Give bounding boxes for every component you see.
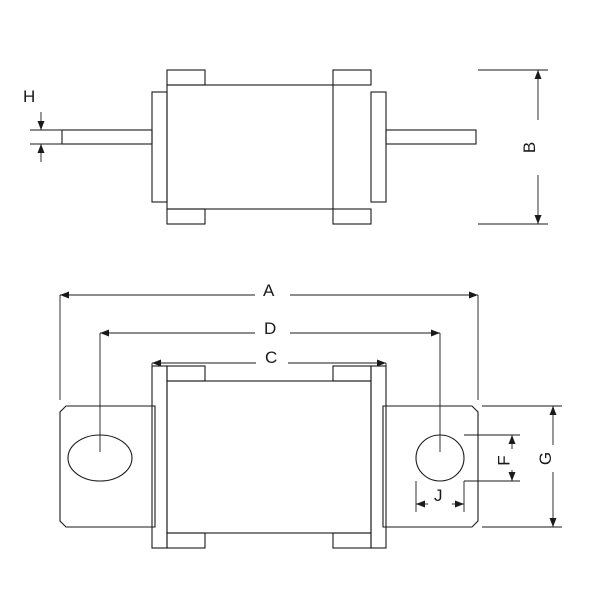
top-view-right-neck [370,365,387,549]
dimension-label-G: G [536,451,556,466]
dimension-label-F: F [494,455,514,466]
side-view-left-ring [166,69,206,86]
top-view-left-flange-bottom [166,532,206,549]
side-view-left-collar [151,91,168,203]
side-view-right-ring [332,69,372,86]
dimension-D [99,329,441,452]
side-view-right-blade [385,129,477,145]
dimension-C [151,359,387,378]
dimension-H [30,112,75,162]
dimension-F [464,434,520,482]
dimension-label-C: C [265,348,278,367]
side-view-right-collar [370,91,387,203]
top-view-geometry [59,365,479,549]
side-view-right-ring-bottom [332,208,372,225]
side-view-left-ring-bottom [166,208,206,225]
side-view-body [166,84,334,210]
dimension-label-B: B [520,141,540,154]
dimension-J [415,481,465,512]
dimension-A [59,291,479,400]
side-view-left-blade [61,129,153,145]
top-view-right-flange-bottom [332,532,372,549]
top-view-body [166,380,372,534]
top-view-left-tab [59,405,156,528]
top-view-right-tab [382,405,479,528]
dimension-label-A: A [263,281,275,300]
top-view-right-flange-top [332,365,372,382]
dimension-label-H: H [23,87,36,106]
dimension-label-D: D [264,319,277,338]
top-view-left-flange-top [166,365,206,382]
dimension-G [482,405,562,528]
dimension-B [478,69,548,225]
dimension-label-J: J [434,486,443,505]
top-view-left-neck [151,365,168,549]
side-view-geometry [61,69,477,225]
